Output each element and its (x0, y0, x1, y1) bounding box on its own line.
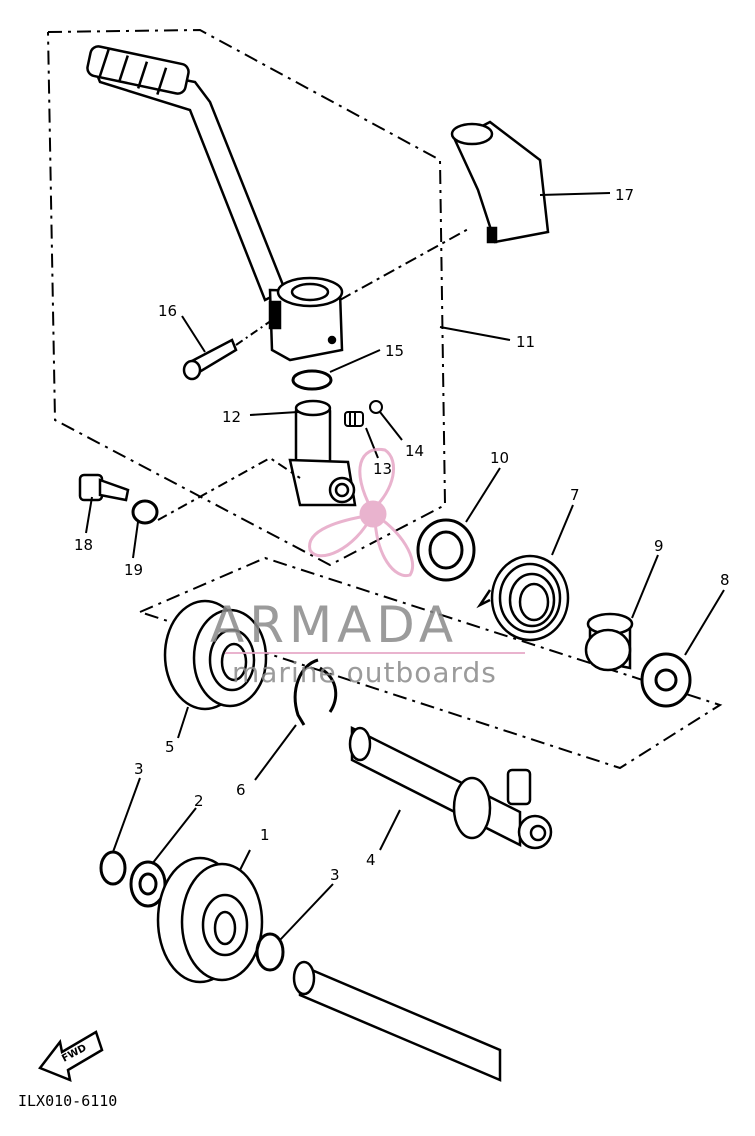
watermark: ARMADA marine outboards (210, 447, 525, 689)
drawing-code: ILX010-6110 (18, 1092, 117, 1110)
ratchet-wheel-5 (163, 599, 268, 711)
kick-gear-1 (156, 856, 264, 984)
spacer-9 (584, 612, 634, 672)
callout-6: 6 (236, 781, 246, 799)
callout-2: 2 (194, 792, 204, 810)
pedal-cover-dashline (339, 227, 471, 301)
callout-1: 1 (260, 826, 270, 844)
washer-2 (129, 860, 167, 908)
kick-crank-lever (86, 45, 344, 362)
bolt-16-dashline (235, 317, 276, 346)
callout-11: 11 (516, 333, 535, 351)
bolt-16 (182, 338, 238, 381)
pedal-cover (450, 120, 550, 244)
circlip-6 (293, 658, 338, 726)
assembly-11-boundary (47, 28, 447, 567)
callout-labels: 17 11 16 15 12 14 13 10 7 9 8 18 19 5 6 … (74, 186, 730, 884)
callout-14: 14 (405, 442, 424, 460)
callout-10: 10 (490, 449, 509, 467)
callout-5: 5 (165, 738, 175, 756)
callout-7: 7 (570, 486, 580, 504)
washer-8 (640, 652, 692, 708)
torsion-spring-7 (476, 554, 570, 642)
fwd-arrow-icon (38, 1030, 104, 1083)
callout-9: 9 (654, 537, 664, 555)
callout-4: 4 (366, 851, 376, 869)
kick-axle-4 (348, 725, 553, 850)
watermark-brand: ARMADA (210, 596, 458, 654)
washer-19 (131, 499, 159, 525)
callout-16: 16 (158, 302, 177, 320)
spring-13 (344, 411, 364, 427)
circlip-3b (255, 932, 285, 972)
washer-19-dashline (157, 456, 301, 521)
propeller-logo (308, 447, 415, 578)
oil-seal-10 (416, 518, 476, 582)
ball-14 (369, 400, 383, 414)
leader-lines (85, 192, 725, 941)
callout-3-upper: 3 (134, 760, 144, 778)
callout-18: 18 (74, 536, 93, 554)
bolt-18 (78, 473, 130, 502)
callout-15: 15 (385, 342, 404, 360)
callout-3-lower: 3 (330, 866, 340, 884)
shaft (292, 960, 502, 1082)
watermark-tagline: marine outboards (232, 656, 497, 689)
kick-boss-12 (288, 399, 357, 507)
callout-19: 19 (124, 561, 143, 579)
callout-8: 8 (720, 571, 730, 589)
callout-17: 17 (615, 186, 634, 204)
o-ring-15 (291, 369, 333, 391)
callout-13: 13 (373, 460, 392, 478)
shaft-group-boundary (139, 556, 723, 770)
circlip-3a (99, 850, 127, 886)
callout-12: 12 (222, 408, 241, 426)
